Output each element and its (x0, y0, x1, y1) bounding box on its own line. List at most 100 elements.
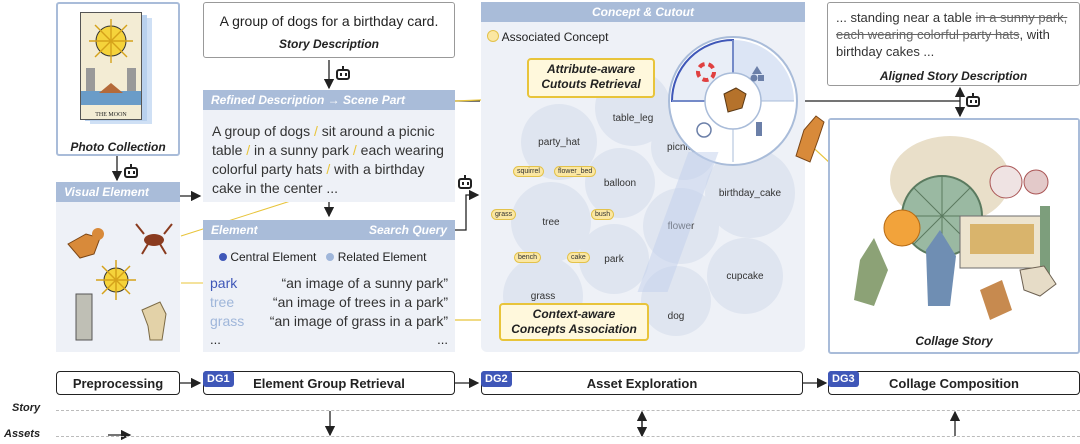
bubble-label: party_hat (538, 136, 580, 148)
associated-legend: Associated Concept (487, 30, 637, 44)
collage-story-panel: Collage Story (828, 118, 1080, 354)
element-row: tree “an image of trees in a park” (210, 294, 448, 312)
scene-part: with a birthday cake in the center ... (212, 161, 425, 196)
concept-bubble[interactable]: park (579, 224, 649, 294)
radial-menu-graphic (670, 38, 794, 162)
pipeline-step-label: Asset Exploration (586, 375, 698, 391)
dog-cutout-icon (67, 228, 104, 259)
element-query: “an image of trees in a park” (272, 294, 448, 310)
context-aware-callout: Context-aware Concepts Association (499, 303, 649, 341)
central-dot-icon (219, 253, 227, 261)
bubble-label: grass (530, 290, 556, 302)
associated-concept-tag[interactable]: grass (491, 209, 517, 220)
bubble-label: balloon (603, 177, 637, 189)
collage-label: Collage Story (915, 334, 993, 348)
concept-header: Concept & Cutout (481, 2, 805, 22)
scene-part: A group of dogs (212, 123, 311, 139)
associated-legend-label: Associated Concept (501, 30, 609, 44)
dg-badge: DG1 (203, 371, 234, 387)
element-name: tree (210, 294, 235, 310)
scene-part: in a sunny park (254, 142, 349, 158)
element-row: grass “an image of grass in a park” (210, 313, 448, 331)
radial-cutout-menu[interactable] (668, 36, 798, 166)
dg-badge: DG3 (828, 371, 859, 387)
assets-row-line (56, 436, 1080, 437)
query-header-label: Search Query (368, 223, 447, 237)
photo-stack: THE MOON (80, 12, 160, 132)
assets-row-label: Assets (4, 428, 41, 440)
tower-icon (75, 293, 93, 341)
element-name: grass (210, 313, 245, 329)
associated-dot-icon (487, 30, 499, 42)
story-row-label: Story (12, 402, 41, 414)
concept-bubble[interactable]: tree (511, 182, 591, 262)
element-query: “an image of grass in a park” (269, 313, 448, 329)
pipeline-step-dg2: DG2 Asset Exploration (481, 371, 803, 395)
visual-element-panel: Visual Element (56, 182, 180, 352)
robot-icon (336, 66, 350, 80)
element-legend: Central Element Related Element (219, 250, 455, 264)
pipeline-step-label: Preprocessing (72, 375, 164, 391)
robot-icon (124, 164, 138, 178)
aligned-prefix: ... standing near a table (836, 10, 976, 25)
associated-concept-tag[interactable]: bench (514, 252, 542, 263)
aligned-story-panel: ... standing near a table in a sunny par… (827, 2, 1080, 86)
aligned-story-text: ... standing near a table in a sunny par… (836, 9, 1072, 60)
dg-badge: DG2 (481, 371, 512, 387)
legend-related: Related Element (337, 250, 427, 264)
aligned-struck: in a sunny park, each wearing colorful p… (836, 10, 1068, 42)
element-row: ... ... (210, 332, 448, 350)
wolf-icon (141, 301, 167, 341)
bubble-label: tree (542, 216, 560, 228)
refined-header: Refined Description → Scene Part (203, 90, 455, 110)
robot-icon (458, 175, 472, 189)
scorpion-icon (135, 223, 173, 255)
element-query: “an image of a sunny park” (281, 275, 448, 291)
bubble-label: birthday_cake (718, 187, 782, 199)
photo-collection-panel: THE MOON Photo Collection (56, 2, 180, 156)
bubble-label: dog (667, 310, 685, 322)
pipeline-step-label: Element Group Retrieval (253, 375, 405, 391)
aligned-label: Aligned Story Description (879, 69, 1028, 83)
element-name: park (210, 275, 238, 291)
photo-collection-label: Photo Collection (70, 140, 166, 154)
attribute-aware-callout: Attribute-aware Cutouts Retrieval (527, 58, 655, 98)
concept-bubble[interactable]: balloon (585, 148, 655, 218)
dog-cutout-icon (795, 115, 825, 163)
tarot-card-caption: THE MOON (95, 112, 127, 118)
collage-image (830, 120, 1078, 326)
aligned-suffix: , with birthday cakes ... (836, 27, 1050, 59)
bubble-label: park (604, 253, 624, 265)
scene-part: sit around a picnic table (212, 123, 435, 158)
concept-cutout-panel: Concept & Cutout Associated Concept tabl… (481, 2, 805, 352)
element-query: ... (437, 332, 448, 347)
associated-concept-tag[interactable]: flower_bed (554, 166, 597, 177)
story-label: Story Description (278, 37, 380, 51)
element-header-label: Element (211, 223, 258, 237)
element-query-panel: Element Search Query Central Element Rel… (203, 220, 455, 352)
concept-bubble[interactable]: cupcake (707, 238, 783, 314)
element-query-header: Element Search Query (203, 220, 455, 240)
pipeline-step-label: Collage Composition (889, 375, 1019, 391)
story-text: A group of dogs for a birthday card. (219, 13, 439, 29)
element-row: park “an image of a sunny park” (210, 275, 448, 293)
bubble-label: table_leg (612, 112, 654, 124)
refined-text: A group of dogs / sit around a picnic ta… (212, 123, 444, 196)
bubble-label: picnic_t (667, 141, 701, 153)
related-dot-icon (326, 253, 335, 261)
story-row-line (56, 410, 1080, 411)
visual-element-header: Visual Element (56, 182, 180, 202)
sun-icon (96, 260, 136, 300)
bubble-label: cupcake (726, 270, 764, 282)
moon-card-icon (81, 13, 141, 119)
associated-concept-tag[interactable]: bush (591, 209, 615, 220)
legend-central: Central Element (230, 250, 317, 264)
scene-part: each wearing colorful party hats (212, 142, 444, 177)
story-description-panel: A group of dogs for a birthday card. Sto… (203, 2, 455, 58)
associated-concept-tag[interactable]: cake (567, 252, 590, 263)
associated-concept-tag[interactable]: squirrel (513, 166, 544, 177)
pipeline-step-dg3: DG3 Collage Composition (828, 371, 1080, 395)
tarot-card-image: THE MOON (80, 12, 142, 120)
pipeline-step-preprocessing: Preprocessing (56, 371, 180, 395)
pipeline-step-dg1: DG1 Element Group Retrieval (203, 371, 455, 395)
